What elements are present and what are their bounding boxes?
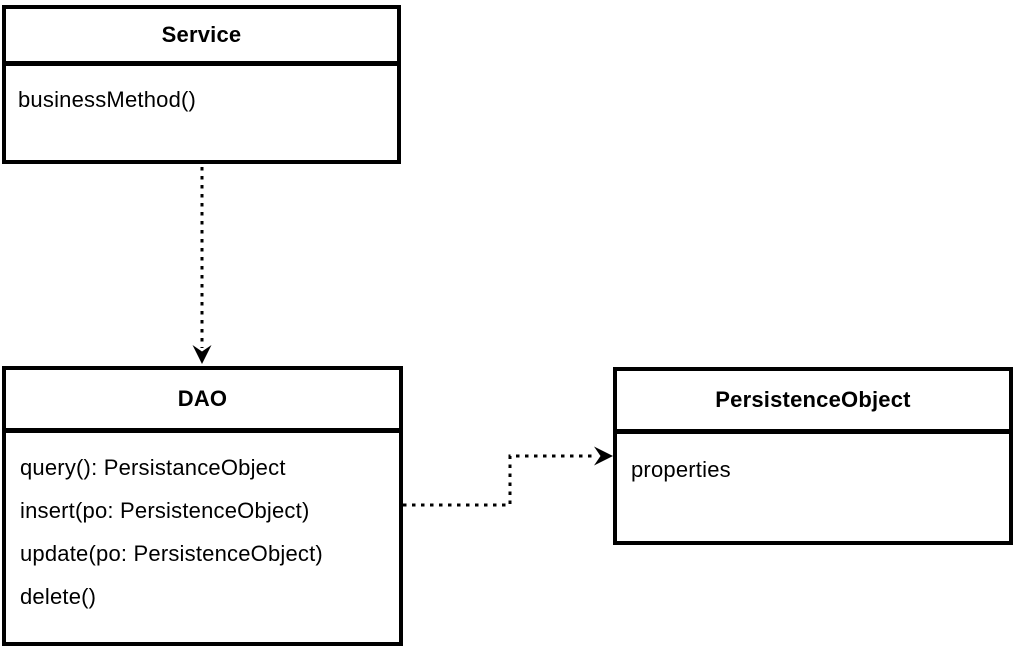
class-box-service[interactable]: Service businessMethod() <box>2 5 401 164</box>
class-title: PersistenceObject <box>617 371 1009 434</box>
class-box-dao[interactable]: DAO query(): PersistanceObject insert(po… <box>2 366 403 646</box>
class-members: query(): PersistanceObject insert(po: Pe… <box>6 433 399 618</box>
class-title: Service <box>6 9 397 66</box>
class-title: DAO <box>6 370 399 433</box>
class-member: delete() <box>20 584 97 609</box>
class-members: properties <box>617 434 1009 491</box>
class-member: businessMethod() <box>18 87 197 112</box>
dependency-arrow-dao-to-persistence-object <box>403 446 613 507</box>
dependency-arrow-service-to-dao <box>192 167 212 364</box>
class-member: insert(po: PersistenceObject) <box>20 498 310 523</box>
class-member: update(po: PersistenceObject) <box>20 541 323 566</box>
class-box-persistence-object[interactable]: PersistenceObject properties <box>613 367 1013 545</box>
class-member: properties <box>631 457 731 482</box>
class-member: query(): PersistanceObject <box>20 455 286 480</box>
class-members: businessMethod() <box>6 66 397 114</box>
